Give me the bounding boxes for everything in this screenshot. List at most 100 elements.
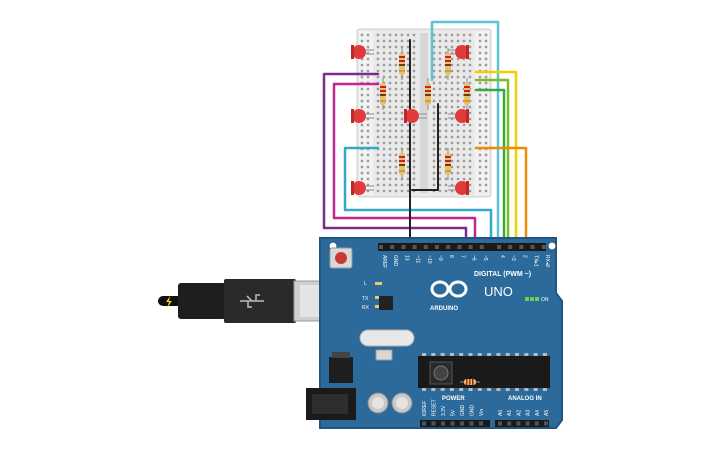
breadboard-hole xyxy=(438,183,442,187)
breadboard-hole xyxy=(400,129,404,133)
digital-pin-hole[interactable] xyxy=(423,245,428,249)
breadboard-hole xyxy=(438,39,442,43)
wire-cyan-left[interactable] xyxy=(343,146,493,252)
breadboard-hole xyxy=(478,39,482,43)
breadboard-hole xyxy=(444,117,448,121)
breadboard-hole xyxy=(438,117,442,121)
wire-orange[interactable] xyxy=(474,146,528,252)
voltage-regulator xyxy=(329,357,353,383)
resistor[interactable] xyxy=(380,78,386,110)
breadboard-hole xyxy=(366,177,370,181)
power-pin-label: RESET xyxy=(432,399,438,416)
breadboard-hole xyxy=(444,99,448,103)
digital-pin-hole[interactable] xyxy=(446,245,451,249)
power-pin-hole[interactable] xyxy=(469,421,474,426)
wire-yellow[interactable] xyxy=(474,70,518,252)
digital-pin-hole[interactable] xyxy=(519,245,524,249)
breadboard-hole xyxy=(450,105,454,109)
breadboard-hole xyxy=(438,135,442,139)
analog-pin-hole[interactable] xyxy=(516,421,521,426)
resistor[interactable] xyxy=(464,78,470,110)
power-pin-hole[interactable] xyxy=(479,421,483,426)
breadboard-hole xyxy=(484,39,488,43)
digital-pin-hole[interactable] xyxy=(530,245,535,249)
digital-pin-hole[interactable] xyxy=(435,245,439,249)
led[interactable] xyxy=(448,45,469,59)
led[interactable] xyxy=(351,45,374,59)
analog-pin-hole[interactable] xyxy=(498,421,502,426)
digital-pin-hole[interactable] xyxy=(497,245,501,249)
breadboard-hole xyxy=(382,51,386,55)
breadboard-hole xyxy=(478,81,482,85)
resistor[interactable] xyxy=(399,148,405,180)
power-pin-hole[interactable] xyxy=(450,421,455,426)
led[interactable] xyxy=(404,109,427,123)
breadboard-hole xyxy=(450,51,454,55)
digital-pin-hole[interactable] xyxy=(479,245,484,249)
breadboard-hole xyxy=(468,183,472,187)
breadboard-hole xyxy=(450,69,454,73)
breadboard-hole xyxy=(366,87,370,91)
digital-pin-hole[interactable] xyxy=(401,245,406,249)
wire-cyan-top[interactable] xyxy=(430,20,500,252)
digital-pin-hole[interactable] xyxy=(379,245,383,249)
breadboard-hole xyxy=(456,153,460,157)
power-pin-hole[interactable] xyxy=(422,421,426,426)
breadboard-hole xyxy=(468,135,472,139)
digital-pin-hole[interactable] xyxy=(457,245,462,249)
digital-pin-label: RX◂0 xyxy=(544,255,550,267)
breadboard-hole xyxy=(478,51,482,55)
breadboard-hole xyxy=(450,117,454,121)
wire-magenta[interactable] xyxy=(332,82,477,252)
breadboard-hole xyxy=(376,171,380,175)
pushbutton[interactable] xyxy=(429,361,453,385)
analog-pin-hole[interactable] xyxy=(534,421,539,426)
breadboard-hole xyxy=(462,39,466,43)
analog-pin-label: A4 xyxy=(535,410,541,416)
digital-pin-hole[interactable] xyxy=(412,245,417,249)
breadboard-hole xyxy=(468,153,472,157)
resistor[interactable] xyxy=(445,48,451,80)
resistor[interactable] xyxy=(445,148,451,180)
power-pin-hole[interactable] xyxy=(441,421,445,426)
breadboard-hole xyxy=(406,123,410,127)
breadboard-hole xyxy=(382,75,386,79)
led[interactable] xyxy=(351,181,374,195)
breadboard-hole xyxy=(456,165,460,169)
chip-pin xyxy=(459,388,464,391)
resistor[interactable] xyxy=(460,379,480,385)
power-pin-hole[interactable] xyxy=(460,421,464,426)
breadboard-hole xyxy=(394,57,398,61)
resistor[interactable] xyxy=(399,48,405,80)
breadboard[interactable] xyxy=(356,28,492,198)
breadboard-hole xyxy=(382,165,386,169)
analog-pin-hole[interactable] xyxy=(507,421,512,426)
digital-pin-hole[interactable] xyxy=(390,245,395,249)
digital-pin-hole[interactable] xyxy=(508,245,513,249)
wire-purple[interactable] xyxy=(322,72,468,252)
breadboard-hole xyxy=(394,33,398,37)
analog-pin-hole[interactable] xyxy=(544,421,548,426)
digital-pin-hole[interactable] xyxy=(541,245,546,249)
reset-button[interactable] xyxy=(329,247,353,269)
wire-black-2[interactable] xyxy=(411,103,439,191)
wire-lime[interactable] xyxy=(474,78,510,252)
breadboard-hole xyxy=(376,123,380,127)
power-pin-hole[interactable] xyxy=(431,421,436,426)
analog-pin-hole[interactable] xyxy=(525,421,530,426)
breadboard-hole xyxy=(468,159,472,163)
breadboard-hole xyxy=(462,159,466,163)
led[interactable] xyxy=(351,109,374,123)
led[interactable] xyxy=(448,181,469,195)
digital-pin-hole[interactable] xyxy=(468,245,473,249)
breadboard-hole xyxy=(360,129,364,133)
led[interactable] xyxy=(448,109,469,123)
breadboard-hole xyxy=(376,57,380,61)
breadboard-hole xyxy=(478,165,482,169)
resistor[interactable] xyxy=(425,78,431,110)
wire-green[interactable] xyxy=(474,88,506,252)
chip-pin xyxy=(524,353,529,356)
breadboard-hole xyxy=(366,171,370,175)
breadboard-hole xyxy=(438,111,442,115)
